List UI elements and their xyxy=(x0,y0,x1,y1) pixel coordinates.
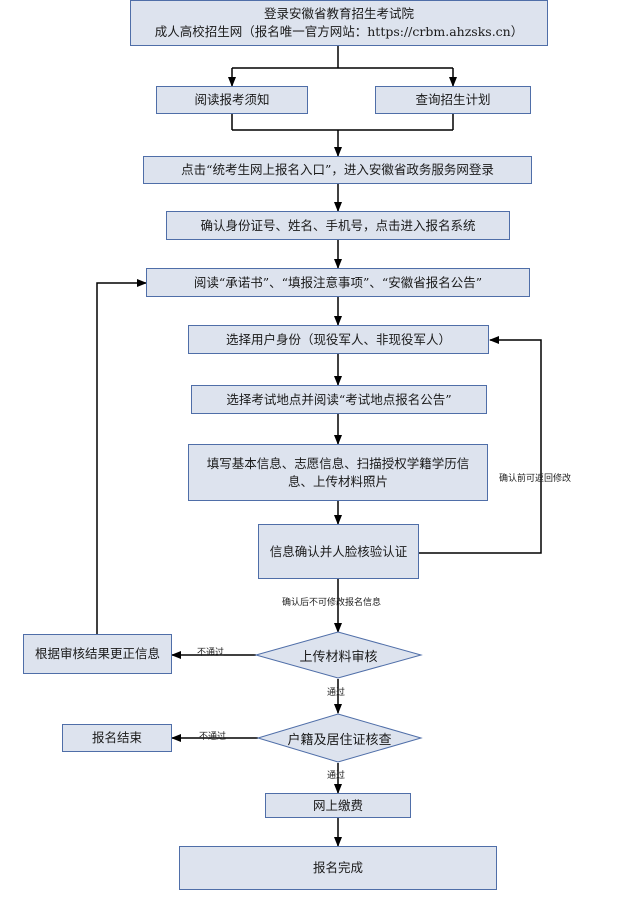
fill-info-box: 填写基本信息、志愿信息、扫描授权学籍学历信息、上传材料照片 xyxy=(188,444,488,501)
end-box: 报名结束 xyxy=(62,724,172,752)
upload-review-label: 上传材料审核 xyxy=(299,649,378,665)
household-check-label: 户籍及居住证核查 xyxy=(287,732,392,748)
correct-info-box: 根据审核结果更正信息 xyxy=(23,634,172,674)
query-plan-box: 查询招生计划 xyxy=(375,86,531,114)
read-docs-box: 阅读“承诺书”、“填报注意事项”、“安徽省报名公告” xyxy=(146,268,530,297)
confirm-id-box: 确认身份证号、姓名、手机号，点击进入报名系统 xyxy=(166,211,510,240)
login-box: 登录安徽省教育招生考试院 成人高校招生网（报名唯一官方网站：https://cr… xyxy=(130,0,548,46)
fail-label-2: 不通过 xyxy=(199,732,227,742)
no-modify-label: 确认后不可修改报名信息 xyxy=(282,598,382,608)
diamond-household-check xyxy=(256,713,423,763)
pass-label-1: 通过 xyxy=(327,688,346,698)
pass-label-2: 通过 xyxy=(327,771,346,781)
diamond-upload-review xyxy=(254,631,423,679)
return-loop-right xyxy=(419,336,542,554)
return-loop-left xyxy=(96,279,147,634)
select-site-box: 选择考试地点并阅读“考试地点报名公告” xyxy=(191,385,487,414)
click-entry-box: 点击“统考生网上报名入口”，进入安徽省政务服务网登录 xyxy=(143,156,532,184)
select-identity-box: 选择用户身份（现役军人、非现役军人） xyxy=(188,325,489,354)
can-return-label: 确认前可返回修改 xyxy=(499,474,572,484)
face-verify-box: 信息确认并人脸核验认证 xyxy=(258,524,419,579)
fail-label-1: 不通过 xyxy=(197,648,225,658)
pay-box: 网上缴费 xyxy=(265,793,411,818)
login-line-1: 登录安徽省教育招生考试院 xyxy=(263,6,414,21)
read-notice-box: 阅读报考须知 xyxy=(156,86,308,114)
complete-box: 报名完成 xyxy=(179,846,497,890)
login-line-2: 成人高校招生网（报名唯一官方网站：https://crbm.ahzsks.cn） xyxy=(154,24,524,39)
